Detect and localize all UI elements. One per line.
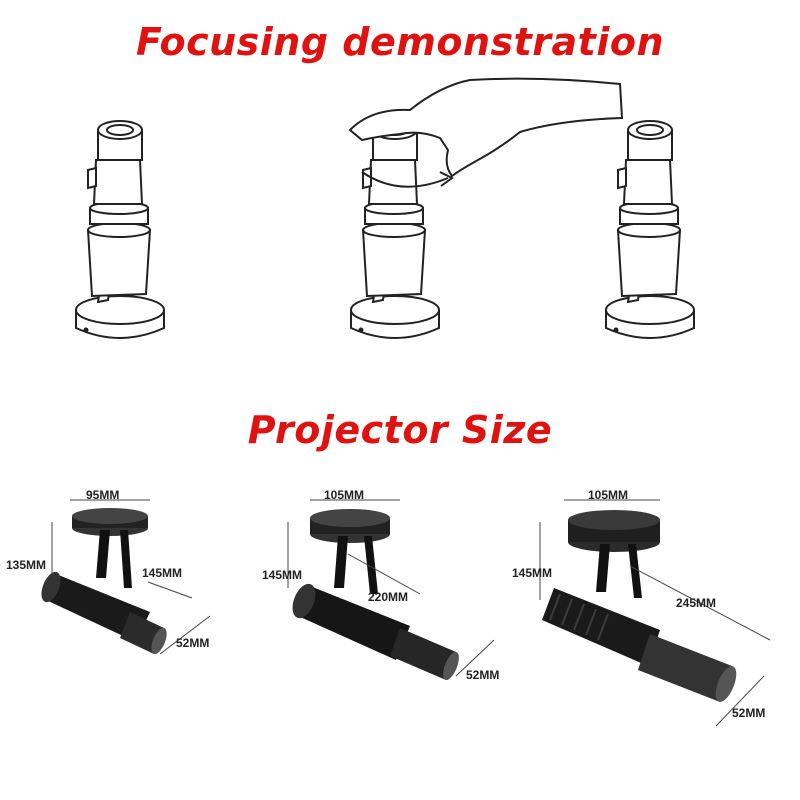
width-label: 95MM [86,488,120,502]
hand-icon [348,77,624,178]
length-label: 145MM [142,566,183,580]
illustration-focusing [348,77,624,339]
projector-size-3: 105MM 145MM 245MM 52MM [500,470,800,750]
focusing-demo-title: Focusing demonstration [135,20,665,64]
projector-size-1: 95MM 135MM 145MM 52MM [0,470,260,710]
focusing-illustrations [75,77,695,339]
width-label: 105MM [324,488,365,502]
illustration-unfocused [75,120,165,339]
height-label: 135MM [6,558,47,572]
width-label: 105MM [588,488,629,502]
length-label: 245MM [676,596,717,610]
projector-size-title: Projector Size [247,408,553,452]
lens-label: 52MM [176,636,210,650]
illustration-focused [605,120,695,339]
projector-size-2: 105MM 145MM 220MM 52MM [250,470,520,720]
height-label: 145MM [512,566,553,580]
length-label: 220MM [368,590,409,604]
height-label: 145MM [262,568,303,582]
lens-label: 52MM [466,668,500,682]
rotate-arrow-icon [361,171,449,188]
lens-label: 52MM [732,706,766,720]
